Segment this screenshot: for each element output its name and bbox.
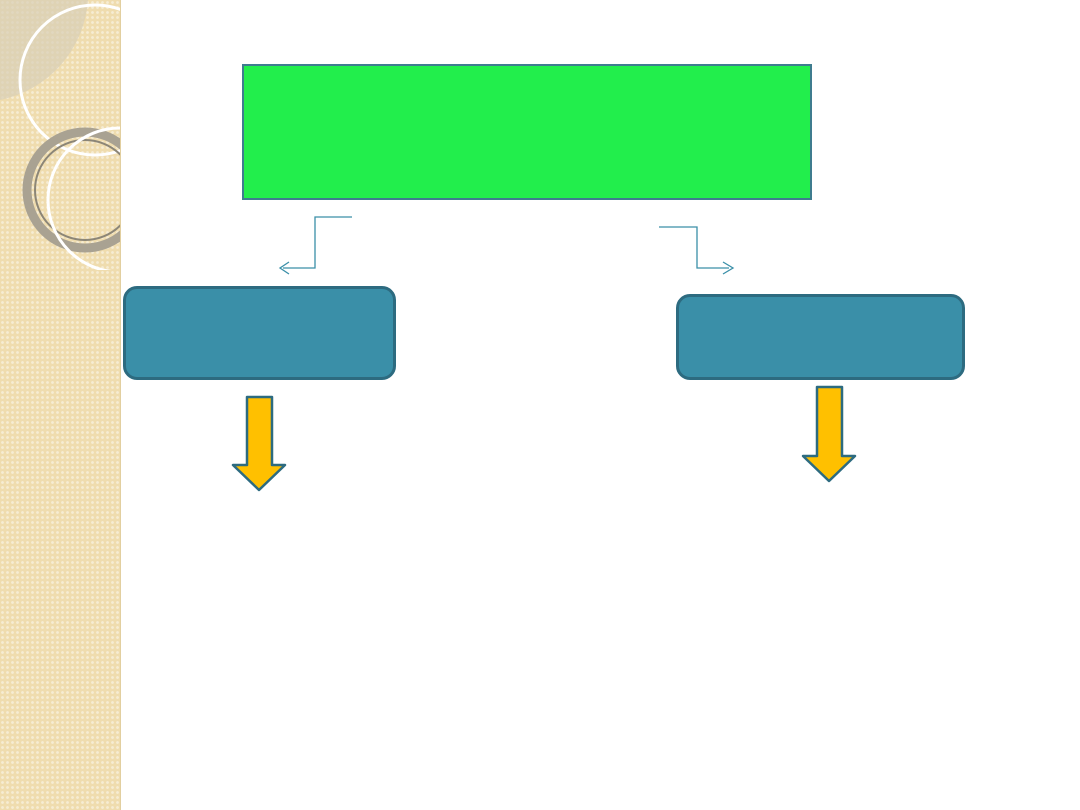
decorative-ring-inner (34, 139, 120, 241)
left-box (123, 286, 396, 380)
decorative-ring-textured (22, 127, 120, 253)
down-arrow-right (801, 385, 857, 483)
right-box (676, 294, 965, 380)
connector-right (659, 226, 729, 269)
down-arrow-left (231, 395, 287, 492)
decorative-ring-large (18, 3, 120, 157)
connector-left (283, 216, 352, 269)
connector-right-arrowhead (722, 261, 735, 275)
connector-left-arrowhead (278, 261, 290, 275)
decorative-rings-graphic (0, 0, 120, 270)
decorative-ring-white (46, 126, 120, 270)
decorative-disc (0, 0, 88, 100)
top-box (242, 64, 812, 200)
